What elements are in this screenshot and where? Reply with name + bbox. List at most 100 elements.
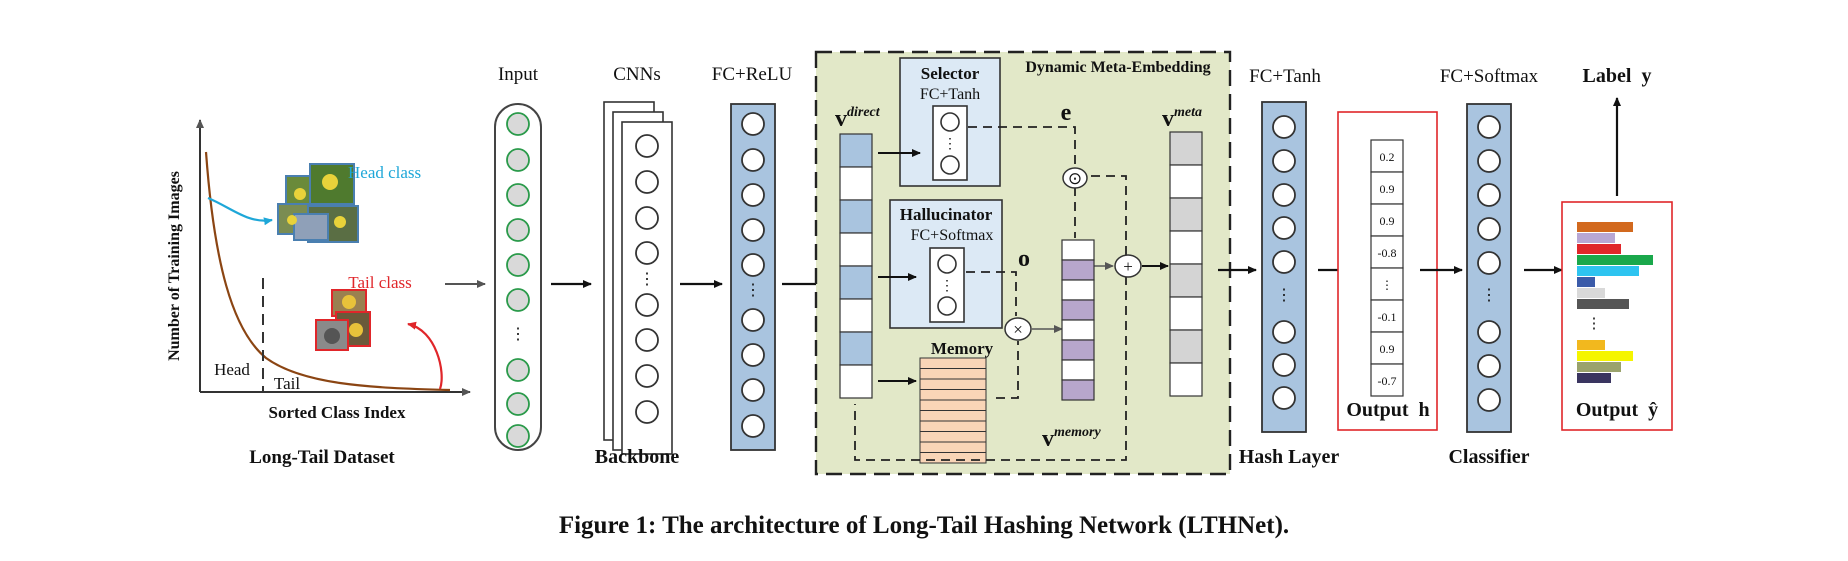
output-h-value-3: 0.9 [1380, 214, 1395, 228]
output-y-bar-8 [1577, 299, 1629, 309]
v-meta-cell-5 [1169, 263, 1203, 298]
input-label: Input [498, 64, 539, 85]
output-h-values: 0.20.90.9-0.8⋮-0.10.9-0.7 [1370, 139, 1404, 397]
times-operator [1004, 317, 1032, 341]
output-h-cell-4 [1370, 235, 1404, 269]
v-direct-cell-3 [839, 199, 873, 234]
hallucinator-label: Hallucinator [900, 205, 993, 224]
ellipsis-dots: ⋮ [1481, 287, 1497, 304]
v-memory-cell-1 [1061, 239, 1095, 261]
hash-node-6 [1272, 320, 1296, 344]
memory-slot-6 [919, 410, 987, 422]
svg-text:⋮: ⋮ [1587, 316, 1602, 332]
label-y: Label y [1583, 65, 1652, 87]
v-memory-cell-3 [1061, 279, 1095, 301]
input-nodes: ⋮ [506, 112, 530, 448]
fc-relu-node-2 [741, 148, 765, 172]
o-label: o [1018, 246, 1030, 272]
cnns-label: CNNs [613, 64, 661, 85]
v-memory-cell-7 [1061, 359, 1095, 381]
figure-caption: Figure 1: The architecture of Long-Tail … [558, 512, 1290, 539]
odot-symbol: ⊙ [1068, 169, 1082, 188]
output-h-cell-6 [1370, 299, 1404, 333]
v-direct-cell-1 [839, 133, 873, 168]
v-meta-cell-4 [1169, 230, 1203, 265]
v-memory-cell-6 [1061, 339, 1095, 361]
output-h-value-4: -0.8 [1378, 246, 1397, 260]
v-direct-cell-4 [839, 232, 873, 267]
output-y-bar-12 [1577, 373, 1611, 383]
hash-node-3 [1272, 183, 1296, 207]
v-direct-cell-7 [839, 331, 873, 366]
cnn-nodes: ⋮ [635, 134, 659, 424]
hash-node-1 [1272, 115, 1296, 139]
input-node-1 [506, 112, 530, 136]
hash-top-label: FC+Tanh [1249, 66, 1321, 87]
hash-node-2 [1272, 149, 1296, 173]
output-h-label: Output h [1346, 399, 1429, 421]
fc-relu-node-8 [741, 378, 765, 402]
classifier-nodes: ⋮ [1477, 115, 1501, 412]
output-h-cell-5 [1370, 267, 1404, 301]
odot-operator [1062, 167, 1088, 189]
v-meta-cell-8 [1169, 362, 1203, 397]
memory-slot-9 [919, 441, 987, 453]
classifier-title: Classifier [1448, 446, 1529, 468]
output-y-bar-3 [1577, 244, 1621, 254]
input-node-7 [506, 358, 530, 382]
v-meta-cell-7 [1169, 329, 1203, 364]
fc-relu-node-1 [741, 112, 765, 136]
hash-title: Hash Layer [1239, 446, 1340, 468]
memory-label: Memory [931, 339, 994, 358]
cnn-node-8 [635, 400, 659, 424]
v-meta-vector [1169, 131, 1203, 397]
output-y-bar-7 [1577, 288, 1605, 298]
output-h-value-2: 0.9 [1380, 182, 1395, 196]
x-axis-label: Sorted Class Index [269, 403, 406, 422]
output-y-bar-6 [1577, 277, 1595, 287]
hallucinator-sub: FC+Softmax [911, 227, 994, 244]
v-direct-vector [839, 133, 873, 399]
fc-relu-node-7 [741, 343, 765, 367]
output-h-cell-8 [1370, 363, 1404, 397]
memory-slot-5 [919, 399, 987, 411]
backbone-title: Backbone [595, 446, 680, 468]
tail-label: Tail [274, 374, 300, 393]
hash-node-4 [1272, 216, 1296, 240]
ellipsis-dots: ⋮ [510, 326, 526, 343]
v-meta-cell-2 [1169, 164, 1203, 199]
ellipsis-dots: ⋮ [745, 282, 761, 299]
v-meta-cell-6 [1169, 296, 1203, 331]
classifier-top-label: FC+Softmax [1440, 66, 1539, 87]
hash-nodes: ⋮ [1272, 115, 1296, 410]
head-class-label: Head class [348, 163, 421, 182]
memory-slot-10 [919, 452, 987, 464]
v-direct-cell-8 [839, 364, 873, 399]
classifier-node-1 [1477, 115, 1501, 139]
ellipsis-dots: ⋮ [639, 271, 655, 288]
v-meta-cell-3 [1169, 197, 1203, 232]
memory-slot-4 [919, 389, 987, 401]
cnn-node-1 [635, 134, 659, 158]
classifier-node-2 [1477, 149, 1501, 173]
v-meta-cell-1 [1169, 131, 1203, 166]
input-node-5 [506, 253, 530, 277]
output-h-value-8: -0.7 [1378, 374, 1397, 388]
hash-node-5 [1272, 250, 1296, 274]
selector-sub: FC+Tanh [920, 86, 980, 103]
output-y-bar-10 [1577, 351, 1633, 361]
cnn-node-6 [635, 328, 659, 352]
classifier-node-8 [1477, 388, 1501, 412]
times-symbol: × [1013, 320, 1023, 339]
hash-node-8 [1272, 386, 1296, 410]
hash-node-7 [1272, 353, 1296, 377]
tail-class-images [315, 289, 371, 351]
classifier-node-3 [1477, 183, 1501, 207]
input-column [494, 103, 542, 451]
output-y-bars [1577, 222, 1653, 383]
cnn-node-5 [635, 293, 659, 317]
v-memory-vector [1061, 239, 1095, 401]
memory-slot-8 [919, 431, 987, 443]
long-tail-plot: Number of Training Images Sorted Class I… [166, 119, 471, 468]
v-memory-cell-2 [1061, 259, 1095, 281]
